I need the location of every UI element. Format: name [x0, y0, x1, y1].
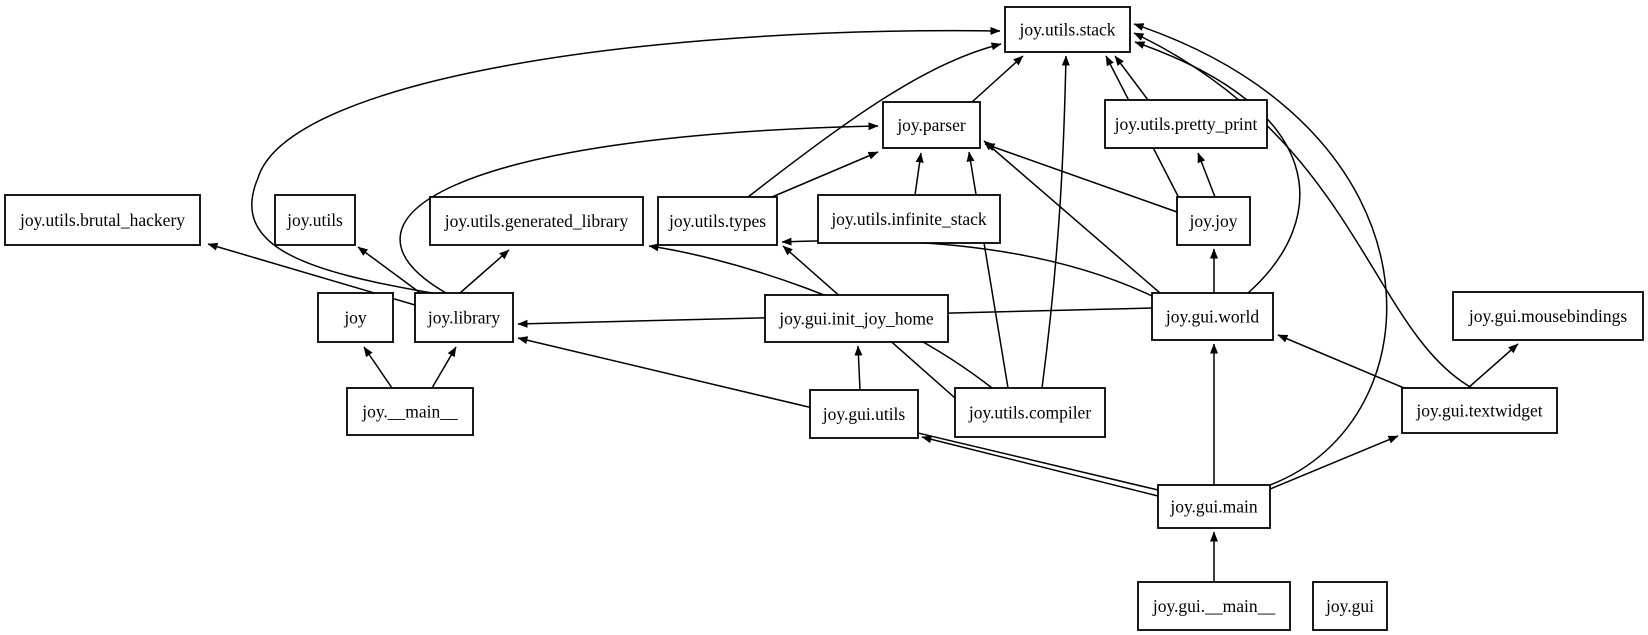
- node-box-joy-gui-utils: [809, 389, 919, 439]
- edge-joy-utils-types-to-joy-parser: [771, 151, 879, 198]
- node-label-joy: joy: [343, 308, 367, 328]
- edge-joy-gui-main-to-joy-gui-textwidget: [1269, 435, 1399, 490]
- node-label-joy-utils-brutal_hackery: joy.utils.brutal_hackery: [19, 210, 185, 230]
- node-box-joy-gui-world: [1151, 292, 1274, 341]
- node-label-joy-gui-textwidget: joy.gui.textwidget: [1415, 401, 1542, 421]
- edge-joy-gui-textwidget-to-joy-utils-stack: [1133, 32, 1473, 389]
- node-box-joy-utils-brutal_hackery: [4, 194, 201, 246]
- node-box-joy-library: [414, 292, 514, 343]
- edge-joy-utils-infinite_stack-to-joy-parser: [914, 152, 924, 196]
- edge-joy-gui-utils-to-joy-gui-init_joy_home: [854, 345, 863, 391]
- node-box-joy-utils-pretty_print: [1104, 99, 1268, 149]
- edge-joy-utils-types-to-joy-utils-stack: [747, 42, 1002, 198]
- edge-joy-gui-main-to-joy-gui-utils: [921, 435, 1159, 497]
- node-box-joy-gui: [1312, 581, 1388, 631]
- node-label-joy-utils-compiler: joy.utils.compiler: [968, 403, 1091, 423]
- node-box-joy-gui---main--: [1137, 581, 1291, 631]
- node-label-joy-joy: joy.joy: [1189, 211, 1238, 231]
- node-box-joy-utils-generated_library: [429, 196, 644, 246]
- node-joy-utils-brutal_hackery: joy.utils.brutal_hackery: [4, 194, 201, 246]
- edge-joy-gui-textwidget-to-joy-gui-world: [1277, 334, 1405, 389]
- node-label-joy-utils-infinite_stack: joy.utils.infinite_stack: [830, 209, 987, 229]
- node-joy---main--: joy.__main__: [346, 387, 474, 436]
- node-joy-library: joy.library: [414, 292, 514, 343]
- node-label-joy-gui---main--: joy.gui.__main__: [1152, 596, 1276, 616]
- node-label-joy-utils-generated_library: joy.utils.generated_library: [444, 211, 629, 231]
- node-label-joy-gui-world: joy.gui.world: [1165, 307, 1259, 327]
- node-box-joy---main--: [346, 387, 474, 436]
- edge-joy-parser-to-joy-utils-stack: [971, 55, 1024, 103]
- node-box-joy-utils-infinite_stack: [817, 194, 1001, 244]
- node-joy-joy: joy.joy: [1176, 196, 1251, 246]
- node-joy-utils-generated_library: joy.utils.generated_library: [429, 196, 644, 246]
- edge-joy-utils-compiler-to-joy-parser: [966, 151, 1009, 389]
- edge-joy-gui-textwidget-to-joy-gui-mousebindings: [1467, 343, 1519, 389]
- node-joy-parser: joy.parser: [882, 101, 981, 149]
- edge-joy-joy-to-joy-parser: [984, 143, 1178, 213]
- node-joy-utils-pretty_print: joy.utils.pretty_print: [1104, 99, 1268, 149]
- edge-joy-utils-pretty_print-to-joy-utils-stack: [1114, 55, 1149, 101]
- node-label-joy-gui-main: joy.gui.main: [1169, 497, 1258, 517]
- edge-joy-gui-world-to-joy-parser: [983, 140, 1161, 294]
- node-joy-gui-mousebindings: joy.gui.mousebindings: [1452, 291, 1644, 341]
- node-label-joy---main--: joy.__main__: [361, 402, 458, 422]
- node-box-joy: [317, 292, 394, 343]
- edge-joy-gui-world-to-joy-utils-types: [781, 237, 1153, 297]
- node-label-joy-gui-utils: joy.gui.utils: [822, 404, 906, 424]
- edge-joy-utils-compiler-to-joy-utils-stack: [1041, 55, 1070, 389]
- node-joy-gui-textwidget: joy.gui.textwidget: [1401, 387, 1558, 434]
- edge-joy-library-to-joy-utils: [357, 246, 424, 296]
- node-label-joy-parser: joy.parser: [896, 115, 966, 135]
- node-joy-gui-main: joy.gui.main: [1157, 484, 1271, 529]
- edge-joy-library-to-joy-parser: [399, 122, 879, 294]
- node-joy-gui-world: joy.gui.world: [1151, 292, 1274, 341]
- node-joy-gui---main--: joy.gui.__main__: [1137, 581, 1291, 631]
- node-box-joy-gui-init_joy_home: [764, 294, 949, 343]
- node-label-joy-gui: joy.gui: [1325, 596, 1374, 616]
- node-label-joy-library: joy.library: [427, 308, 500, 328]
- node-box-joy-utils-compiler: [954, 387, 1106, 438]
- node-label-joy-gui-mousebindings: joy.gui.mousebindings: [1468, 306, 1628, 326]
- nodes-layer: joy.utils.stack joy.parser joy.utils.prett…: [4, 6, 1644, 631]
- node-box-joy-gui-textwidget: [1401, 387, 1558, 434]
- node-joy: joy: [317, 292, 394, 343]
- node-label-joy-utils-pretty_print: joy.utils.pretty_print: [1114, 114, 1258, 134]
- node-box-joy-gui-mousebindings: [1452, 291, 1644, 341]
- edge-joy-utils-compiler-to-joy-utils-generated_library: [648, 243, 993, 389]
- node-box-joy-utils-stack: [1004, 6, 1131, 53]
- node-box-joy-gui-main: [1157, 484, 1271, 529]
- edge-joy-library-to-joy-utils-generated_library: [459, 249, 510, 294]
- edge-joy---main---to-joy-library: [431, 346, 457, 389]
- node-label-joy-utils-stack: joy.utils.stack: [1018, 20, 1115, 40]
- node-label-joy-utils: joy.utils: [286, 210, 343, 230]
- node-box-joy-utils: [274, 194, 356, 246]
- node-box-joy-parser: [882, 101, 981, 149]
- edge-joy-library-to-joy-utils-stack: [251, 26, 1001, 294]
- node-joy-utils-types: joy.utils.types: [657, 196, 778, 246]
- edge-joy-joy-to-joy-utils-pretty_print: [1197, 152, 1216, 198]
- node-label-joy-gui-init_joy_home: joy.gui.init_joy_home: [778, 309, 934, 329]
- node-label-joy-utils-types: joy.utils.types: [668, 211, 766, 231]
- node-joy-gui: joy.gui: [1312, 581, 1388, 631]
- node-box-joy-joy: [1176, 196, 1251, 246]
- node-box-joy-utils-types: [657, 196, 778, 246]
- node-joy-gui-init_joy_home: joy.gui.init_joy_home: [764, 294, 949, 343]
- node-joy-utils-stack: joy.utils.stack: [1004, 6, 1131, 53]
- node-joy-gui-utils: joy.gui.utils: [809, 389, 919, 439]
- node-joy-utils: joy.utils: [274, 194, 356, 246]
- edge-joy-gui-main-to-joy-utils-stack: [1133, 23, 1388, 486]
- edge-joy---main---to-joy: [363, 346, 393, 389]
- node-joy-utils-compiler: joy.utils.compiler: [954, 387, 1106, 438]
- edge-joy-gui-world-to-joy-utils-stack: [1134, 41, 1301, 294]
- node-joy-utils-infinite_stack: joy.utils.infinite_stack: [817, 194, 1001, 244]
